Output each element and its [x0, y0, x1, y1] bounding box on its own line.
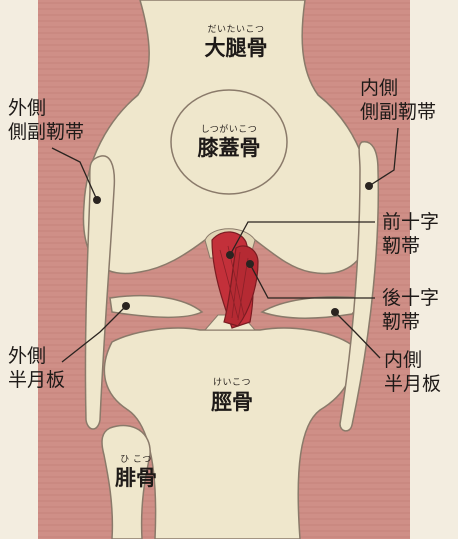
pcl-line1: 後十字 [382, 286, 439, 310]
pcl-dot [246, 260, 254, 268]
lateral-collateral-line1: 外側 [8, 96, 84, 120]
medial-meniscus-label: 内側 半月板 [384, 348, 441, 396]
lateral-meniscus-line1: 外側 [8, 344, 65, 368]
medial-meniscus-dot [331, 308, 339, 316]
tibia-label: 脛骨 [211, 392, 253, 413]
medial-collateral-line1: 内側 [360, 76, 436, 100]
femur-label: 大腿骨 [205, 38, 268, 59]
pcl-label: 後十字 靭帯 [382, 286, 439, 334]
medial-meniscus-line1: 内側 [384, 348, 441, 372]
femur-ruby: だいたいこつ [207, 26, 264, 35]
acl-line1: 前十字 [382, 210, 439, 234]
tibia-ruby: けいこつ [213, 379, 251, 388]
lateral-meniscus-line2: 半月板 [8, 368, 65, 392]
pcl-line2: 靭帯 [382, 310, 439, 334]
lateral-collateral-dot [93, 196, 101, 204]
acl-line2: 靭帯 [382, 234, 439, 258]
lateral-meniscus-label: 外側 半月板 [8, 344, 65, 392]
acl-dot [226, 251, 234, 259]
fibula-label: 腓骨 [115, 468, 157, 489]
patella-label: 膝蓋骨 [198, 138, 261, 159]
medial-collateral-label: 内側 側副靭帯 [360, 76, 436, 124]
lateral-collateral-label: 外側 側副靭帯 [8, 96, 84, 144]
medial-collateral-dot [365, 182, 373, 190]
patella-ruby: しつがいこつ [201, 126, 257, 135]
lateral-meniscus-dot [122, 302, 130, 310]
medial-meniscus-line2: 半月板 [384, 372, 441, 396]
acl-label: 前十字 靭帯 [382, 210, 439, 258]
medial-collateral-line2: 側副靭帯 [360, 100, 436, 124]
fibula-ruby: ひ こつ [120, 456, 152, 465]
lateral-collateral-line2: 側副靭帯 [8, 120, 84, 144]
